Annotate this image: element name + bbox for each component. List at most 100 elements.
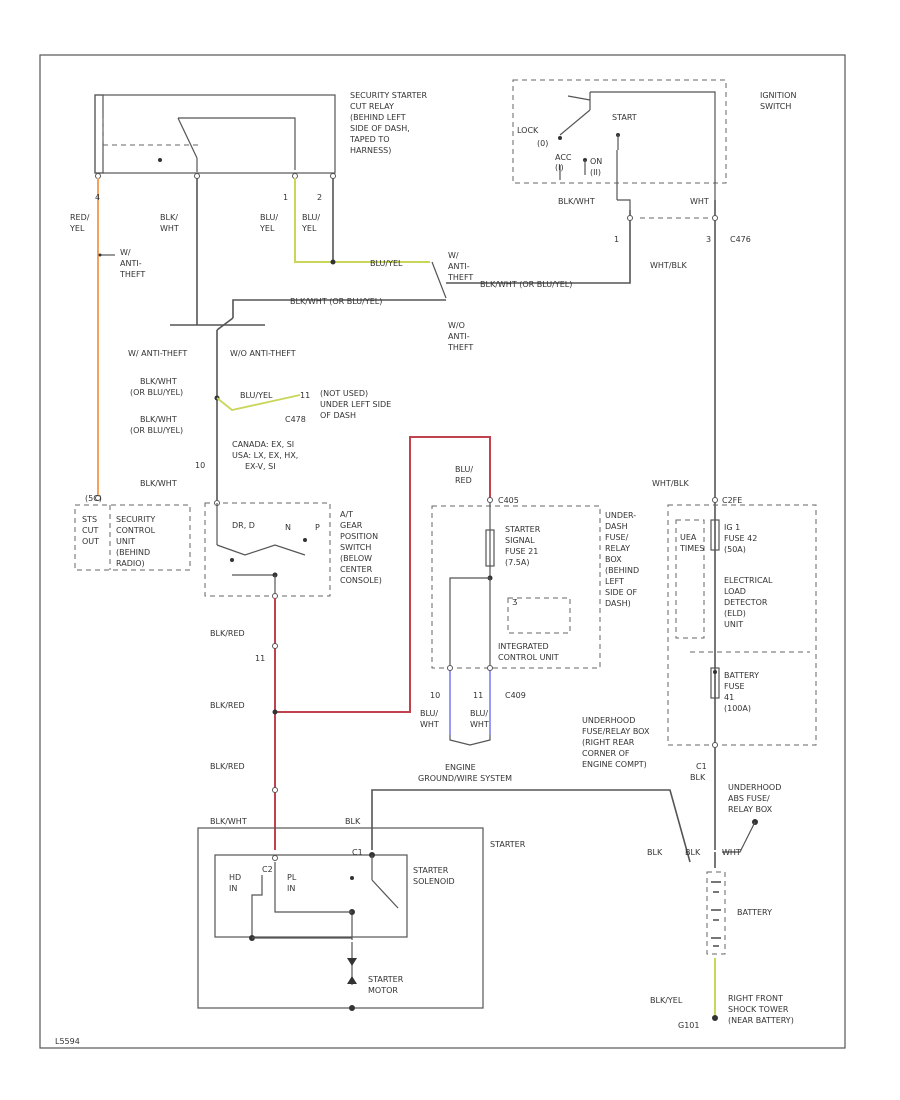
blu-wht-1b: WHT <box>420 720 439 729</box>
eld-1: ELECTRICAL <box>724 576 773 585</box>
label-w-anti-theft-1: W/ <box>120 248 131 257</box>
starter-signal-3: FUSE 21 <box>505 547 538 556</box>
blu-red-top-1: BLU/ <box>455 465 473 474</box>
label-blu-yel-a1: BLU/ <box>260 213 278 222</box>
underhood-box-1: UNDERHOOD <box>582 716 635 725</box>
not-used-3: OF DASH <box>320 411 356 420</box>
c1-blk-1: C1 <box>696 762 707 771</box>
fuse-42-3: (50A) <box>724 545 746 554</box>
wire-engine-ground <box>371 789 691 863</box>
security-unit-3: UNIT <box>116 537 135 546</box>
diagram-frame <box>39 54 846 1049</box>
ign-on: ON <box>590 157 602 166</box>
under-dash-box-2: DASH <box>605 522 628 531</box>
under-dash-box-5: BOX <box>605 555 622 564</box>
battery-fuse-4: (100A) <box>724 704 751 713</box>
ign-pin3: 3 <box>706 235 711 244</box>
uea-1: UEA <box>680 533 697 542</box>
splice-a-1: BLK/WHT <box>140 377 177 386</box>
canada-usa-3: EX-V, SI <box>245 462 276 471</box>
pin-11c: 11 <box>473 691 483 700</box>
battery-fuse-3: 41 <box>724 693 734 702</box>
gear-p: P <box>315 523 320 532</box>
relay-desc-3: (BEHIND LEFT <box>350 113 406 122</box>
ignition-switch-label-2: SWITCH <box>760 102 791 111</box>
relay-desc-2: CUT RELAY <box>350 102 394 111</box>
ign-c476: C476 <box>730 235 751 244</box>
blu-wht-2a: BLU/ <box>470 709 488 718</box>
uea-2: TIMES <box>679 544 704 553</box>
wire-blk-wht-or-blu-yel <box>446 275 631 284</box>
ign-wht-blk: WHT/BLK <box>650 261 687 270</box>
gear-drn: DR, D <box>232 521 255 530</box>
under-dash-box-4: RELAY <box>605 544 630 553</box>
integrated-control-unit <box>507 597 571 634</box>
canada-usa-1: CANADA: EX, SI <box>232 440 294 449</box>
integrated-unit-2: CONTROL UNIT <box>498 653 559 662</box>
relay-pin2: 2 <box>317 193 322 202</box>
blu-yel-short: BLU/YEL <box>240 391 273 400</box>
label-blu-yel-b1: BLU/ <box>302 213 320 222</box>
c47x: (5C) <box>85 494 102 503</box>
ignition-switch-label-1: IGNITION <box>760 91 796 100</box>
starter <box>197 827 484 1009</box>
pl-in-1: PL <box>287 873 297 882</box>
starter-solenoid-1: STARTER <box>413 866 449 875</box>
security-unit-4: (BEHIND <box>116 548 150 557</box>
pin-10b: 10 <box>430 691 440 700</box>
label-red-yel-2: YEL <box>69 224 85 233</box>
splice-b-2: (OR BLU/YEL) <box>130 426 183 435</box>
w-anti-theft-2: W/ ANTI-THEFT <box>128 349 187 358</box>
c1-blk-2: BLK <box>690 773 706 782</box>
underhood-box-3: (RIGHT REAR <box>582 738 635 747</box>
wht-blk-r: WHT/BLK <box>652 479 689 488</box>
engine-ground-1: ENGINE <box>445 763 476 772</box>
c2fe: C2FE <box>722 496 742 505</box>
diagram-code: L5594 <box>55 1037 80 1046</box>
c2-label: C2 <box>262 865 273 874</box>
relay-desc-1: SECURITY STARTER <box>350 91 428 100</box>
not-used-1: (NOT USED) <box>320 389 368 398</box>
hd-in-1: HD <box>229 873 241 882</box>
under-dash-box-7: LEFT <box>605 577 624 586</box>
g101: G101 <box>678 1021 699 1030</box>
integrated-unit-1: INTEGRATED <box>498 642 549 651</box>
starter-signal-2: SIGNAL <box>505 536 535 545</box>
ign-acc: ACC <box>555 153 572 162</box>
c478: C478 <box>285 415 306 424</box>
eld-3: DETECTOR <box>724 598 768 607</box>
under-dash-box-3: FUSE/ <box>605 533 629 542</box>
wo-anti-theft-sw-1: W/O <box>448 321 465 330</box>
right-front-3: (NEAR BATTERY) <box>728 1016 794 1025</box>
label-blu-yel-b2: YEL <box>301 224 317 233</box>
eld-2: LOAD <box>724 587 746 596</box>
wire-blu-yel-short <box>216 394 301 411</box>
right-front-2: SHOCK TOWER <box>728 1005 789 1014</box>
underhood-box-5: ENGINE COMPT) <box>582 760 647 769</box>
anti-theft-sw-3: THEFT <box>447 273 473 282</box>
relay-pin4: 4 <box>95 193 100 202</box>
ign-0: (0) <box>537 139 548 148</box>
pin-11: 11 <box>300 391 310 400</box>
wo-anti-theft-2: W/O ANTI-THEFT <box>230 349 296 358</box>
pin-10: 10 <box>195 461 205 470</box>
ign-ii: (II) <box>590 168 601 177</box>
underhood-abs-2: ABS FUSE/ <box>728 794 770 803</box>
sts-cut-1: STS <box>82 515 97 524</box>
ign-wht: WHT <box>690 197 709 206</box>
at-gear-4: SWITCH <box>340 543 371 552</box>
starter-signal-4: (7.5A) <box>505 558 529 567</box>
starter-signal-1: STARTER <box>505 525 541 534</box>
ign-start: START <box>612 113 637 122</box>
underhood-box-4: CORNER OF <box>582 749 630 758</box>
starter-label: STARTER <box>490 840 526 849</box>
starter-solenoid-2: SOLENOID <box>413 877 455 886</box>
underhood-abs-1: UNDERHOOD <box>728 783 781 792</box>
wire-blu-yel-mid: BLU/YEL <box>370 259 403 268</box>
label-blk-wht-1: BLK/ <box>160 213 178 222</box>
underhood-box-2: FUSE/RELAY BOX <box>582 727 650 736</box>
wire-blu-yel-relay <box>294 178 430 263</box>
battery-label: BATTERY <box>737 908 772 917</box>
label-w-anti-theft-3: THEFT <box>119 270 145 279</box>
underhood-abs-3: RELAY BOX <box>728 805 773 814</box>
